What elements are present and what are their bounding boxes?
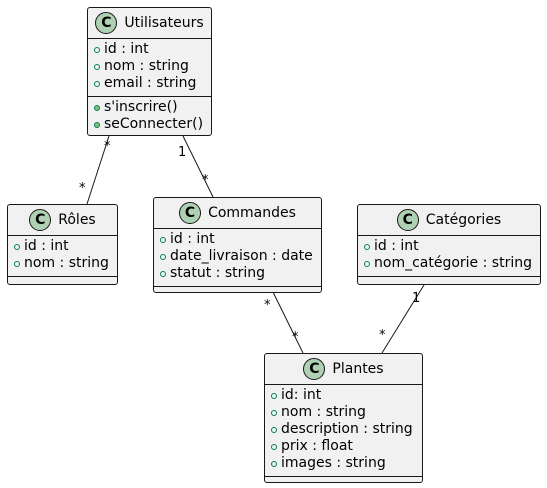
public-visibility-icon (160, 270, 166, 277)
attribute: id: int (271, 387, 416, 404)
public-visibility-icon (94, 63, 100, 70)
methods-section: s'inscrire() seConnecter() (88, 96, 211, 137)
class-badge-icon: C (179, 202, 202, 224)
link-categories-plantes (381, 284, 425, 354)
class-badge-icon: C (29, 209, 52, 231)
class-roles: C Rôles id : int nom : string (7, 204, 118, 285)
attributes-section: id: int nom : string description : strin… (265, 384, 422, 476)
class-header: C Catégories (358, 205, 540, 235)
public-visibility-icon (271, 426, 277, 433)
public-visibility-icon (364, 243, 370, 250)
mult-commandes-plantes-source: * (264, 298, 271, 313)
methods-section (154, 286, 321, 295)
methods-section (8, 276, 117, 285)
attribute: email : string (94, 75, 205, 92)
public-visibility-icon (94, 121, 100, 128)
mult-categories-plantes-source: 1 (412, 291, 421, 306)
attribute: id : int (14, 238, 111, 255)
class-name: Plantes (332, 361, 384, 377)
attribute: prix : float (271, 438, 416, 455)
method: s'inscrire() (94, 99, 205, 116)
link-utilisateurs-roles (86, 135, 110, 205)
class-name: Rôles (58, 212, 96, 228)
class-header: C Rôles (8, 205, 117, 235)
class-name: Commandes (208, 205, 296, 221)
mult-utilisateurs-roles-target: * (79, 181, 86, 196)
class-badge-icon: C (95, 12, 118, 34)
public-visibility-icon (271, 392, 277, 399)
class-badge-icon: C (396, 209, 419, 231)
attribute: images : string (271, 455, 416, 472)
link-commandes-plantes (272, 291, 304, 354)
methods-section (265, 476, 422, 485)
attribute: statut : string (160, 265, 315, 282)
public-visibility-icon (94, 46, 100, 53)
attributes-section: id : int nom : string (8, 235, 117, 276)
class-commandes: C Commandes id : int date_livraison : da… (153, 197, 322, 293)
method: seConnecter() (94, 116, 205, 133)
mult-utilisateurs-roles-source: * (104, 139, 111, 154)
link-utilisateurs-commandes (182, 135, 214, 198)
attribute: id : int (160, 231, 315, 248)
attribute: nom : string (271, 404, 416, 421)
attribute: id : int (94, 41, 205, 58)
methods-section (358, 276, 540, 285)
class-name: Catégories (425, 212, 502, 228)
attributes-section: id : int nom_catégorie : string (358, 235, 540, 276)
attribute: nom : string (94, 58, 205, 75)
public-visibility-icon (271, 443, 277, 450)
public-visibility-icon (14, 243, 20, 250)
attribute: nom_catégorie : string (364, 255, 534, 272)
class-plantes: C Plantes id: int nom : string descripti… (264, 353, 423, 483)
class-badge-icon: C (303, 358, 326, 380)
class-categories: C Catégories id : int nom_catégorie : st… (357, 204, 541, 285)
class-header: C Utilisateurs (88, 8, 211, 38)
class-header: C Plantes (265, 354, 422, 384)
public-visibility-icon (271, 409, 277, 416)
attribute: id : int (364, 238, 534, 255)
public-visibility-icon (364, 260, 370, 267)
mult-utilisateurs-commandes-source: 1 (178, 145, 187, 160)
public-visibility-icon (160, 236, 166, 243)
attributes-section: id : int nom : string email : string (88, 38, 211, 96)
mult-categories-plantes-target: * (379, 328, 386, 343)
public-visibility-icon (271, 460, 277, 467)
public-visibility-icon (14, 260, 20, 267)
public-visibility-icon (94, 80, 100, 87)
class-utilisateurs: C Utilisateurs id : int nom : string ema… (87, 7, 212, 136)
mult-utilisateurs-commandes-target: * (202, 173, 209, 188)
class-header: C Commandes (154, 198, 321, 228)
public-visibility-icon (94, 104, 100, 111)
class-name: Utilisateurs (124, 15, 204, 31)
attributes-section: id : int date_livraison : date statut : … (154, 228, 321, 286)
attribute: date_livraison : date (160, 248, 315, 265)
attribute: nom : string (14, 255, 111, 272)
public-visibility-icon (160, 253, 166, 260)
mult-commandes-plantes-target: * (292, 330, 299, 345)
attribute: description : string (271, 421, 416, 438)
